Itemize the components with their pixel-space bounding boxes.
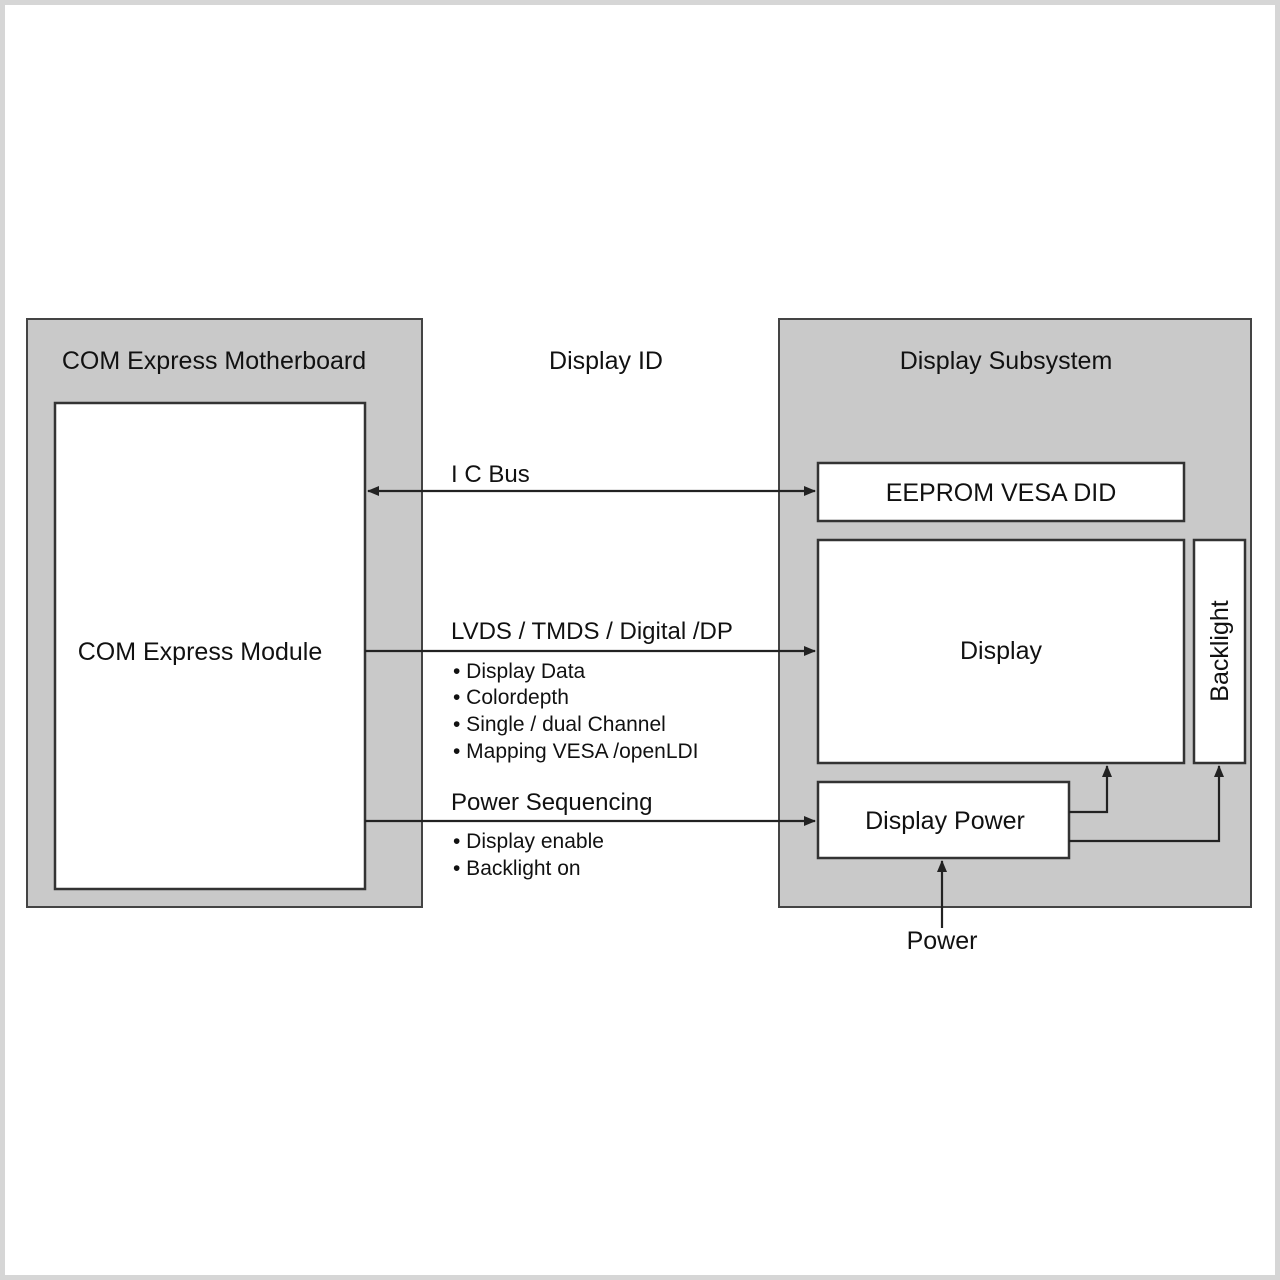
- video-bullet-4: • Mapping VESA /openLDI: [453, 740, 699, 763]
- video-bullet-2: • Colordepth: [453, 686, 569, 709]
- display-label: Display: [960, 637, 1042, 665]
- backlight-box: [1192, 538, 1247, 765]
- com-express-module-label: COM Express Module: [78, 638, 323, 666]
- eeprom-box: [816, 461, 1186, 523]
- com-express-module-box: [53, 401, 367, 891]
- power-sequencing-label: Power Sequencing: [451, 789, 652, 816]
- power-bullet-1: • Display enable: [453, 830, 604, 853]
- power-to-backlight-arrow: [1069, 765, 1224, 843]
- power-input-label: Power: [907, 927, 978, 955]
- video-bus-label: LVDS / TMDS / Digital /DP: [451, 618, 733, 645]
- power-to-display-arrow: [1069, 765, 1112, 814]
- motherboard-title: COM Express Motherboard: [62, 347, 366, 375]
- power-bullet-2: • Backlight on: [453, 857, 581, 880]
- display-box: [816, 538, 1186, 765]
- display-power-box: [816, 780, 1071, 860]
- display-id-title: Display ID: [549, 347, 663, 375]
- backlight-label: Backlight: [1206, 600, 1234, 701]
- display-power-label: Display Power: [865, 807, 1025, 835]
- i2c-bus-label: I C Bus: [451, 461, 530, 488]
- display-subsystem-title: Display Subsystem: [900, 347, 1113, 375]
- video-bullet-3: • Single / dual Channel: [453, 713, 666, 736]
- video-bullet-1: • Display Data: [453, 660, 586, 683]
- eeprom-label: EEPROM VESA DID: [886, 479, 1117, 507]
